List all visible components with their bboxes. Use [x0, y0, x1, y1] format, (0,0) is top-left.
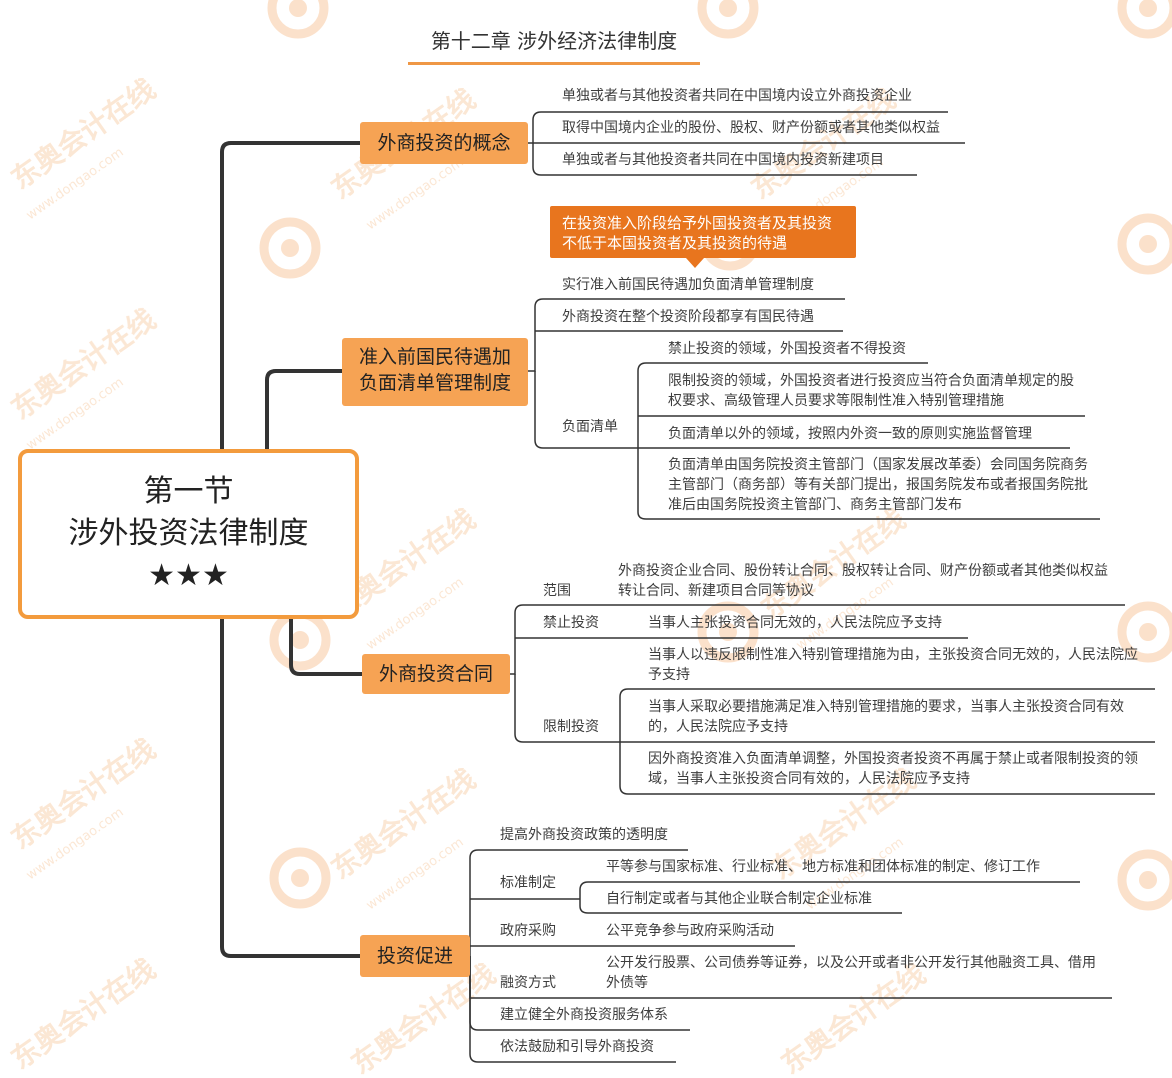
connector-promo-transparency [469, 849, 688, 956]
contract-prohibited-label: 禁止投资 [543, 615, 599, 631]
branch-concept: 外商投资的概念 [360, 122, 528, 164]
connector-contract-scope [510, 604, 1125, 675]
promo-procurement-text: 公平竞争参与政府采购活动 [606, 923, 774, 939]
connector-negative-list-4 [637, 448, 1100, 520]
promo-transparency: 提高外商投资政策的透明度 [500, 827, 668, 843]
negative-list-item-4: 负面清单由国务院投资主管部门（国家发展改革委）会同国务院商务主管部门（商务部）等… [668, 457, 1088, 513]
connector-main-negative [265, 369, 344, 451]
callout-pointer [686, 258, 704, 268]
branch-investment-contract: 外商投资合同 [362, 654, 510, 694]
negative-list-item-1: 禁止投资的领域，外国投资者不得投资 [668, 341, 906, 357]
root-node: 第一节 涉外投资法律制度 ★★★ [18, 449, 359, 619]
negative-item-1: 实行准入前国民待遇加负面清单管理制度 [562, 277, 814, 293]
connector-restricted-3 [619, 742, 1155, 795]
connector-main-contract [289, 609, 364, 676]
promo-standards-label: 标准制定 [500, 875, 556, 891]
negative-list-label: 负面清单 [562, 419, 618, 435]
contract-restricted-label: 限制投资 [543, 719, 599, 735]
negative-item-2: 外商投资在整个投资阶段都享有国民待遇 [562, 309, 814, 325]
concept-item-3: 单独或者与其他投资者共同在中国境内投资新建项目 [562, 152, 884, 168]
standards-item-1: 平等参与国家标准、行业标准、地方标准和团体标准的制定、修订工作 [606, 859, 1040, 875]
connector-main-concept [220, 141, 362, 451]
connector-negative-1 [528, 298, 845, 372]
root-stars: ★★★ [148, 558, 229, 593]
connector-concept-1 [528, 111, 948, 144]
branch-negative-line1: 准入前国民待遇加 [358, 346, 511, 368]
contract-scope-label: 范围 [543, 583, 571, 599]
connector-negative-list-1 [637, 362, 928, 448]
restricted-item-3: 因外商投资准入负面清单调整，外国投资者投资不再属于禁止或者限制投资的领域，当事人… [648, 751, 1138, 787]
contract-scope-text: 外商投资企业合同、股份转让合同、股权转让合同、财产份额或者其他类似权益转让合同、… [618, 563, 1108, 599]
restricted-item-1: 当事人以违反限制性准入特别管理措施为由，主张投资合同无效的，人民法院应予支持 [648, 647, 1138, 683]
branch-negative-line2: 负面清单管理制度 [358, 372, 511, 394]
concept-item-2: 取得中国境内企业的股份、股权、财产份额或者其他类似权益 [562, 120, 940, 136]
connector-promo-encourage [469, 956, 676, 1063]
promo-procurement-label: 政府采购 [500, 923, 556, 939]
promo-financing-text: 公开发行股票、公司债券等证券，以及公开或者非公开发行其他融资工具、借用外债等 [606, 955, 1096, 991]
connector-concept-3 [532, 143, 917, 176]
branch-negative-list-system: 准入前国民待遇加 负面清单管理制度 [342, 338, 528, 406]
promo-financing-label: 融资方式 [500, 975, 556, 991]
contract-prohibited-text: 当事人主张投资合同无效的，人民法院应予支持 [648, 615, 942, 631]
connector-standards-2 [579, 899, 902, 914]
restricted-item-2: 当事人采取必要措施满足准入特别管理措施的要求，当事人主张投资合同有效的，人民法院… [648, 699, 1124, 735]
connector-restricted-1 [619, 688, 1155, 742]
connector-main-promotion [220, 609, 362, 958]
branch-investment-promotion: 投资促进 [360, 935, 470, 977]
root-line1: 第一节 [143, 474, 234, 509]
concept-item-1: 单独或者与其他投资者共同在中国境内设立外商投资企业 [562, 88, 912, 104]
standards-item-2: 自行制定或者与其他企业联合制定企业标准 [606, 891, 872, 907]
root-line2: 涉外投资法律制度 [68, 516, 309, 551]
connector-contract-restricted [514, 674, 620, 743]
page-title: 第十二章 涉外经济法律制度 [408, 26, 700, 65]
promo-encourage: 依法鼓励和引导外商投资 [500, 1039, 654, 1055]
promo-service: 建立健全外商投资服务体系 [500, 1007, 668, 1023]
negative-list-item-3: 负面清单以外的领域，按照内外资一致的原则实施监督管理 [668, 426, 1032, 442]
connector-standards-1 [579, 881, 1080, 899]
negative-list-item-2: 限制投资的领域，外国投资者进行投资应当符合负面清单规定的股权要求、高级管理人员要… [668, 373, 1074, 409]
national-treatment-callout: 在投资准入阶段给予外国投资者及其投资不低于本国投资者及其投资的待遇 [550, 206, 856, 258]
connector-negative-list [534, 371, 638, 449]
